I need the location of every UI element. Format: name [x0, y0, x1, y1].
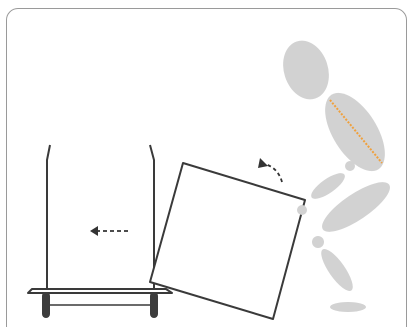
person-foot: [330, 302, 366, 312]
panel-border: [6, 8, 407, 327]
trolley-wheel-right: [150, 292, 158, 318]
trolley-deck: [27, 288, 173, 294]
person-shoulder-joint: [345, 161, 355, 171]
push-left-arrow-icon: [90, 226, 128, 236]
person-knee: [312, 236, 324, 248]
person-upper-arm: [311, 173, 345, 199]
person-torso: [325, 92, 385, 172]
person-hand: [297, 205, 307, 215]
lifting-person: [283, 40, 390, 312]
tilt-arrow-icon: [258, 158, 283, 183]
box: [149, 162, 306, 320]
trolley-right-post: [149, 144, 155, 288]
person-head: [283, 40, 329, 100]
trolley-wheel-left: [42, 292, 50, 318]
person-spine: [329, 99, 383, 164]
person-thigh: [322, 182, 390, 232]
trolley: [27, 144, 173, 318]
trolley-left-post: [46, 144, 51, 288]
person-shin: [321, 249, 353, 291]
